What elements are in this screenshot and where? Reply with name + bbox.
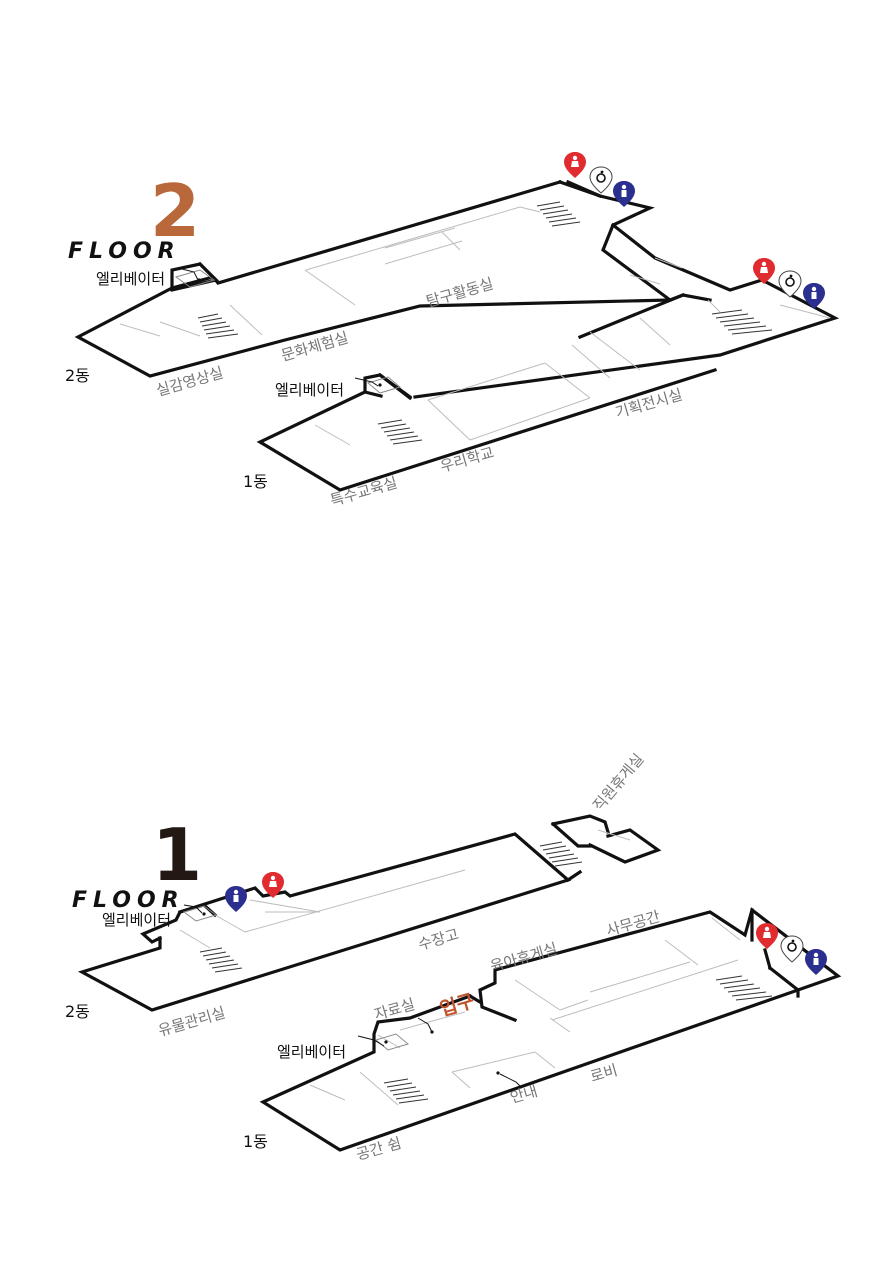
floor2-title-word: FLOOR [68, 239, 181, 264]
floor2-building1-stairs [377, 419, 423, 445]
floor2-building1-elevator-shaft [366, 376, 402, 394]
floor1-building1-stairs-right [715, 975, 773, 1001]
room-lobby[interactable]: 로비 [588, 1061, 620, 1086]
floor2-building1-dong-label: 1동 [243, 472, 268, 491]
floor2-building1-outline [256, 317, 718, 492]
room-rest-space[interactable]: 공간 쉼 [354, 1134, 403, 1164]
floor2-title-number: 2 [150, 169, 200, 253]
accessible-restroom-icon[interactable] [778, 270, 802, 298]
floor2-section: FLOOR 2 [65, 152, 840, 510]
room-staff-lounge[interactable]: 직원휴게실 [589, 750, 647, 814]
floor1-section: FLOOR 1 [65, 750, 842, 1164]
male-restroom-icon[interactable] [805, 949, 827, 975]
floor2-stairs-left [197, 313, 239, 339]
floor2-building2-dong-label: 2동 [65, 366, 90, 385]
information-marker-dot [496, 1071, 500, 1075]
room-information[interactable]: 안내 [508, 1082, 540, 1107]
floor1-building2-outline [77, 814, 662, 1012]
floor1-building2-stairs-top [539, 841, 583, 867]
floor1-title-number: 1 [152, 813, 202, 897]
floor2-stairs-top [536, 201, 581, 227]
room-nursing[interactable]: 육아휴게실 [488, 940, 559, 976]
floor1-building2-elevator-label: 엘리베이터 [102, 911, 171, 929]
female-restroom-icon[interactable] [753, 258, 775, 284]
floor1-building1-stairs [383, 1078, 429, 1104]
room-storage[interactable]: 수장고 [416, 925, 461, 954]
floor1-building1-elevator-dot [384, 1040, 388, 1044]
female-restroom-icon[interactable] [564, 152, 586, 178]
floor2-building1-elevator-dot [378, 383, 382, 387]
floor1-title-word: FLOOR [72, 888, 185, 913]
room-special-education[interactable]: 특수교육실 [328, 474, 399, 510]
male-restroom-icon[interactable] [803, 283, 825, 309]
floor2-building2-elevator-label: 엘리베이터 [96, 270, 165, 288]
floor1-building2-stairs-left [199, 947, 243, 973]
floor2-building1-elevator-label: 엘리베이터 [275, 381, 344, 399]
floor1-building1-dong-label: 1동 [243, 1132, 268, 1151]
floor1-building2-dong-label: 2동 [65, 1002, 90, 1021]
accessible-restroom-icon[interactable] [780, 935, 804, 963]
male-restroom-icon[interactable] [225, 886, 247, 912]
female-restroom-icon[interactable] [756, 923, 778, 949]
floor2-building2-elevator-dot [197, 278, 201, 282]
accessible-restroom-icon[interactable] [589, 166, 613, 194]
floor1-building1-elevator-shaft [374, 1033, 410, 1051]
entrance-label[interactable]: 입구 [437, 990, 477, 1021]
floor2-building2-elevator-shaft [174, 269, 216, 288]
room-office-space[interactable]: 사무공간 [604, 907, 662, 940]
female-restroom-icon[interactable] [262, 872, 284, 898]
male-restroom-icon[interactable] [613, 181, 635, 207]
room-immersive-video[interactable]: 실감영상실 [154, 364, 225, 400]
floor1-building1-elevator-label: 엘리베이터 [277, 1043, 346, 1061]
room-artifact-management[interactable]: 유물관리실 [156, 1004, 227, 1040]
floor1-building2-elevator-dot [202, 912, 206, 916]
floor2-stairs-right [711, 309, 773, 335]
